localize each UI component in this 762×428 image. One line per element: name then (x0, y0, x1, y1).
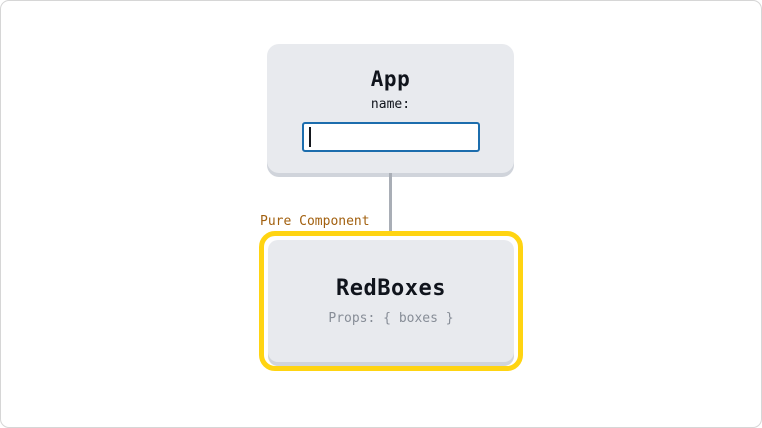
component-node-app: App name: (267, 44, 514, 173)
name-input-wrap (301, 121, 480, 152)
redboxes-props-label: Props: { boxes } (328, 311, 454, 326)
name-input[interactable] (301, 121, 480, 152)
name-field-label: name: (370, 96, 411, 112)
pure-component-badge: Pure Component (260, 214, 370, 229)
text-caret (308, 126, 311, 147)
component-node-redboxes: RedBoxes Props: { boxes } (268, 240, 514, 362)
app-node-title: App (370, 66, 411, 91)
redboxes-node-title: RedBoxes (336, 276, 446, 301)
pure-component-highlight-ring: RedBoxes Props: { boxes } (259, 231, 523, 371)
tree-connector-line (389, 173, 392, 232)
